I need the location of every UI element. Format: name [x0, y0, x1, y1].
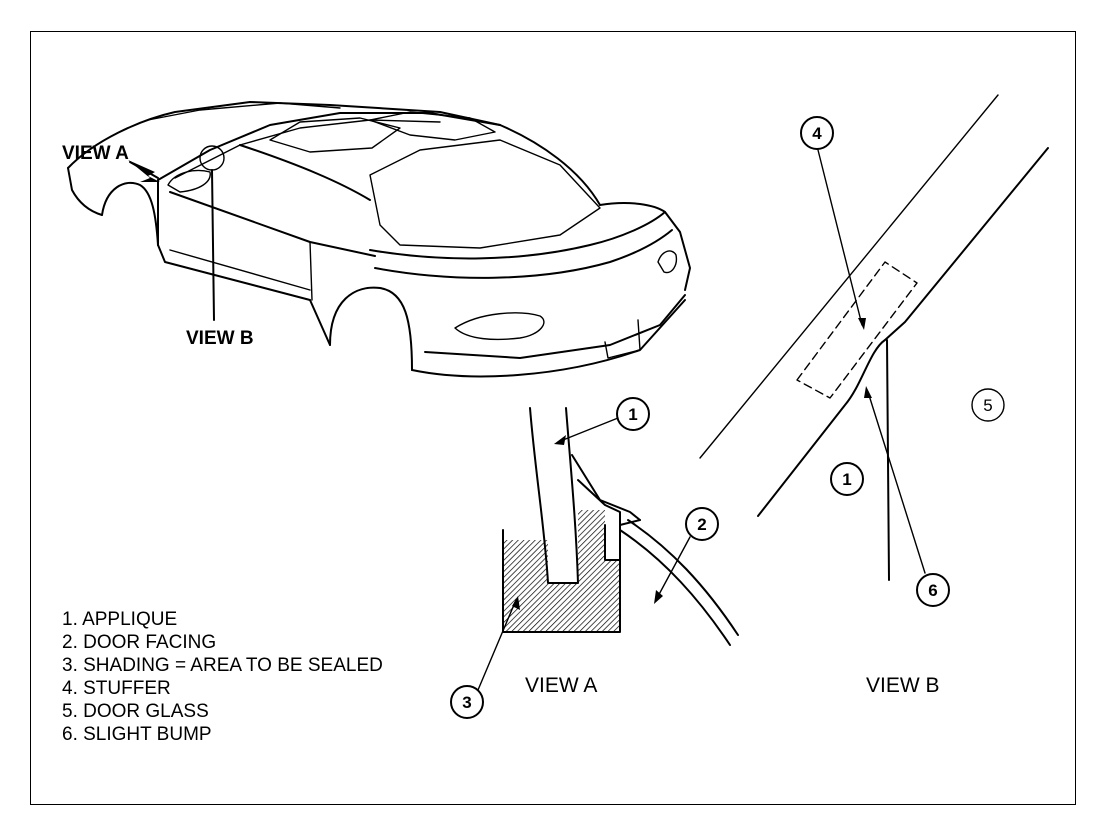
callout-6-view-b: 6: [928, 581, 937, 600]
legend-item-stuffer: 4. STUFFER: [62, 678, 171, 699]
sealing-area-shading: [503, 510, 620, 632]
callout-5-view-b: 5: [983, 396, 992, 415]
view-b-caption: VIEW B: [866, 674, 940, 697]
car-view-b-label: VIEW B: [186, 328, 254, 349]
view-a-caption: VIEW A: [525, 674, 597, 697]
callout-1-view-b: 1: [842, 470, 851, 489]
legend-item-slight-bump: 6. SLIGHT BUMP: [62, 724, 212, 745]
callout-2-view-a: 2: [697, 515, 706, 534]
legend-item-shading: 3. SHADING = AREA TO BE SEALED: [62, 655, 383, 676]
stuffer-outline: [796, 261, 918, 399]
callout-1-view-a: 1: [628, 405, 637, 424]
legend-item-door-facing: 2. DOOR FACING: [62, 632, 217, 653]
view-a-section: 1 2 3 VIEW A: [450, 397, 739, 719]
legend-item-door-glass: 5. DOOR GLASS: [62, 701, 209, 722]
car-view-a-label: VIEW A: [62, 143, 129, 164]
parts-legend: 1. APPLIQUE 2. DOOR FACING 3. SHADING = …: [62, 608, 383, 746]
view-b-section: 4 5 1 6 VIEW B: [699, 94, 1049, 697]
legend-item-applique: 1. APPLIQUE: [62, 609, 178, 630]
callout-3-view-a: 3: [462, 693, 471, 712]
callout-4-view-b: 4: [812, 124, 822, 143]
diagram-frame: [30, 31, 1076, 805]
car-illustration: VIEW A VIEW B: [62, 101, 691, 378]
